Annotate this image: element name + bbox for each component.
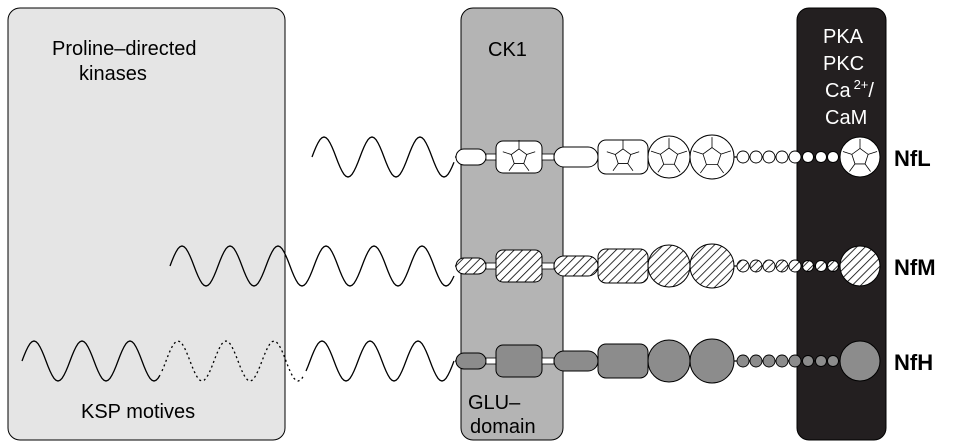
- pkc-label: PKC: [823, 53, 864, 75]
- domain-pattern: [659, 147, 679, 165]
- head-bead: [815, 260, 827, 272]
- cam-label: CaM: [825, 107, 867, 129]
- protein-row-nfh: NfH: [21, 338, 933, 384]
- pka-pkc-region: [796, 7, 887, 441]
- rod-segment: [455, 148, 487, 166]
- head-bead: [736, 354, 750, 368]
- head-bead: [802, 151, 814, 163]
- domain-pattern: [851, 147, 869, 165]
- head-bead: [788, 259, 802, 273]
- tail-domain-wave: [169, 245, 455, 287]
- head-bead: [775, 150, 789, 164]
- domain-pattern: [510, 148, 528, 164]
- domain-pattern: [842, 151, 852, 155]
- domain-pattern: [677, 150, 688, 155]
- glu-domain-label-line1: GLU–: [468, 392, 521, 414]
- domain-pattern: [720, 150, 731, 155]
- head-bead: [762, 259, 776, 273]
- domain-pattern: [606, 151, 616, 155]
- linker-segment: [541, 262, 555, 270]
- rod-coil: [597, 343, 649, 379]
- domain-pattern: [508, 163, 515, 171]
- linker-segment: [541, 357, 555, 365]
- head-bead: [815, 151, 827, 163]
- protein-label-nfh: NfH: [894, 350, 933, 375]
- proline-kinase-region: [7, 7, 286, 441]
- head-bead: [802, 355, 814, 367]
- proline-label-line1: Proline–directed: [52, 38, 197, 60]
- head-bead: [815, 355, 827, 367]
- rod-segment: [455, 352, 487, 370]
- domain-pattern: [627, 163, 634, 171]
- head-bead: [802, 260, 814, 272]
- rod-segment: [553, 146, 599, 168]
- rod-domain-circle: [689, 338, 735, 384]
- domain-pattern: [630, 151, 640, 155]
- domain-pattern: [650, 150, 661, 155]
- domain-pattern: [693, 150, 704, 155]
- tail-domain-wave: [21, 340, 455, 382]
- head-bead: [736, 150, 750, 164]
- ck1-label: CK1: [488, 39, 527, 61]
- linker-segment: [485, 357, 497, 365]
- domain-pattern: [526, 151, 536, 155]
- linker-segment: [485, 262, 497, 270]
- head-bead: [749, 259, 763, 273]
- rod-coil: [495, 249, 543, 283]
- head-bead: [749, 354, 763, 368]
- linker-segment: [485, 153, 497, 161]
- head-bead: [788, 150, 802, 164]
- head-bead: [775, 354, 789, 368]
- rod-segment: [553, 255, 599, 277]
- domain-pattern: [717, 164, 724, 174]
- domain-pattern: [849, 163, 856, 172]
- pka-label: PKA: [823, 26, 864, 48]
- rod-domain-circle: [647, 244, 691, 288]
- head-bead: [762, 150, 776, 164]
- domain-pattern: [502, 151, 512, 155]
- head-domain-circle: [839, 136, 881, 178]
- domain-pattern: [864, 163, 871, 172]
- proline-label-line2: kinases: [79, 63, 147, 85]
- rod-domain-circle: [647, 339, 691, 383]
- rod-coil: [597, 248, 649, 284]
- protein-label-nfm: NfM: [894, 255, 936, 280]
- rod-segment: [553, 350, 599, 372]
- tail-domain-wave: [311, 136, 455, 178]
- domain-pattern: [868, 151, 878, 155]
- head-bead: [827, 260, 839, 272]
- rod-segment: [455, 257, 487, 275]
- head-bead: [788, 354, 802, 368]
- domain-pattern: [614, 148, 632, 164]
- protein-row-nfl: NfL: [311, 134, 931, 180]
- head-bead: [827, 151, 839, 163]
- head-bead: [827, 355, 839, 367]
- head-bead: [736, 259, 750, 273]
- tail-domain-dotted: [161, 340, 305, 382]
- head-bead: [762, 354, 776, 368]
- protein-rows: NfL NfM NfH: [21, 134, 936, 384]
- linker-segment: [541, 153, 555, 161]
- rod-domain-circle: [689, 243, 735, 289]
- rod-domain-circle: [689, 134, 735, 180]
- domain-pattern: [702, 147, 722, 166]
- domain-pattern: [673, 164, 681, 173]
- protein-label-nfl: NfL: [894, 146, 931, 171]
- glu-domain-label-line2: domain: [470, 416, 536, 438]
- head-bead: [775, 259, 789, 273]
- domain-pattern: [612, 163, 619, 171]
- domain-pattern: [523, 163, 530, 171]
- ksp-motives-label: KSP motives: [81, 401, 195, 423]
- domain-pattern: [700, 164, 707, 174]
- head-domain-circle: [839, 340, 881, 382]
- protein-row-nfm: NfM: [169, 243, 936, 289]
- domain-pattern: [657, 164, 665, 173]
- head-domain-circle: [839, 245, 881, 287]
- ck1-region: [460, 7, 564, 441]
- head-bead: [749, 150, 763, 164]
- rod-coil: [495, 344, 543, 378]
